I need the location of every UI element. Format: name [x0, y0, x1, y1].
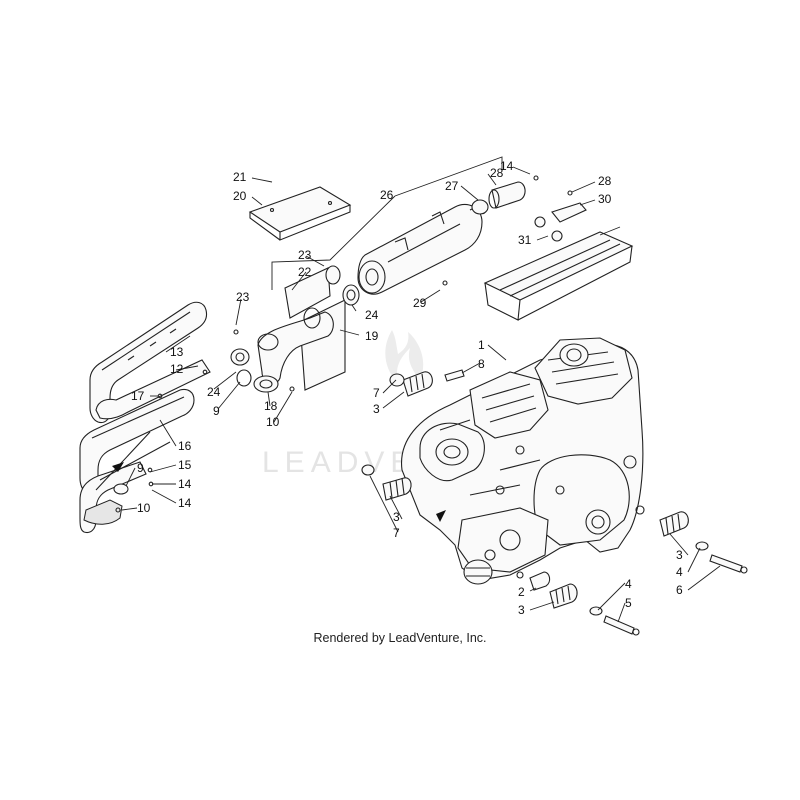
muffler	[357, 203, 485, 295]
muffler-bracket	[442, 190, 587, 286]
callout-19: 19	[365, 329, 379, 343]
engine-mount-lower	[529, 571, 640, 636]
callout-20: 20	[233, 189, 247, 203]
callout-28-top: 28	[598, 174, 612, 188]
callout-13: 16	[178, 439, 192, 453]
callout-8: 8	[478, 357, 485, 371]
spark-arrestor	[471, 175, 539, 215]
heat-shield-left-upper	[89, 301, 211, 424]
callout-5: 5	[625, 596, 632, 610]
rendered-by-credit: Rendered by LeadVenture, Inc.	[313, 631, 487, 645]
callout-7-lower: 7	[393, 526, 400, 540]
callout-9-lower: 9	[137, 461, 144, 475]
callout-28-lower: 29	[413, 296, 427, 310]
heat-shield-right	[483, 231, 634, 321]
callout-30: 31	[518, 233, 532, 247]
callout-25: 26	[380, 188, 394, 202]
callout-24-left: 24	[207, 385, 221, 399]
callout-29: 30	[598, 192, 612, 206]
callout-labels: 21 20 26 14 28 27 28 30 31 23 22 23 24 1…	[131, 159, 683, 617]
callout-23-upper: 23	[298, 248, 312, 262]
callout-16: 15	[178, 458, 192, 472]
callout-12: 13	[170, 345, 184, 359]
callout-22: 22	[298, 265, 312, 279]
callout-17: 17	[131, 389, 145, 403]
callout-24-upper: 24	[365, 308, 379, 322]
leader-lines	[121, 156, 721, 623]
callout-23-left: 23	[236, 290, 250, 304]
engine-mount-right	[659, 511, 748, 574]
callout-27: 28	[490, 166, 504, 180]
callout-9-upper: 9	[213, 404, 220, 418]
engine-mount-lower-left	[361, 464, 412, 501]
callout-2: 2	[518, 585, 525, 599]
heat-shield-top	[248, 186, 352, 241]
callout-1: 1	[478, 338, 485, 352]
callout-14: 14	[500, 159, 514, 173]
gaskets	[230, 348, 252, 387]
callout-7-upper: 7	[373, 386, 380, 400]
callout-4-bottom: 4	[625, 577, 632, 591]
callout-15: 14	[178, 477, 192, 491]
callout-18: 18	[264, 399, 278, 413]
callout-14-lower: 14	[178, 496, 192, 510]
callout-10-lower: 10	[137, 501, 151, 515]
y-pipe-assembly	[233, 265, 360, 393]
callout-4-right: 4	[676, 565, 683, 579]
callout-10-upper: 10	[266, 415, 280, 429]
callout-21: 21	[233, 170, 247, 184]
callout-3-upper: 3	[373, 402, 380, 416]
callout-6: 6	[676, 583, 683, 597]
engine-mount-upper-left	[389, 371, 433, 397]
callout-3-bottom: 3	[518, 603, 525, 617]
callout-26: 27	[445, 179, 459, 193]
callout-3-lower-left: 3	[393, 510, 400, 524]
callout-11: 12	[170, 362, 184, 376]
callout-3-right: 3	[676, 548, 683, 562]
engine-assembly	[401, 337, 645, 585]
